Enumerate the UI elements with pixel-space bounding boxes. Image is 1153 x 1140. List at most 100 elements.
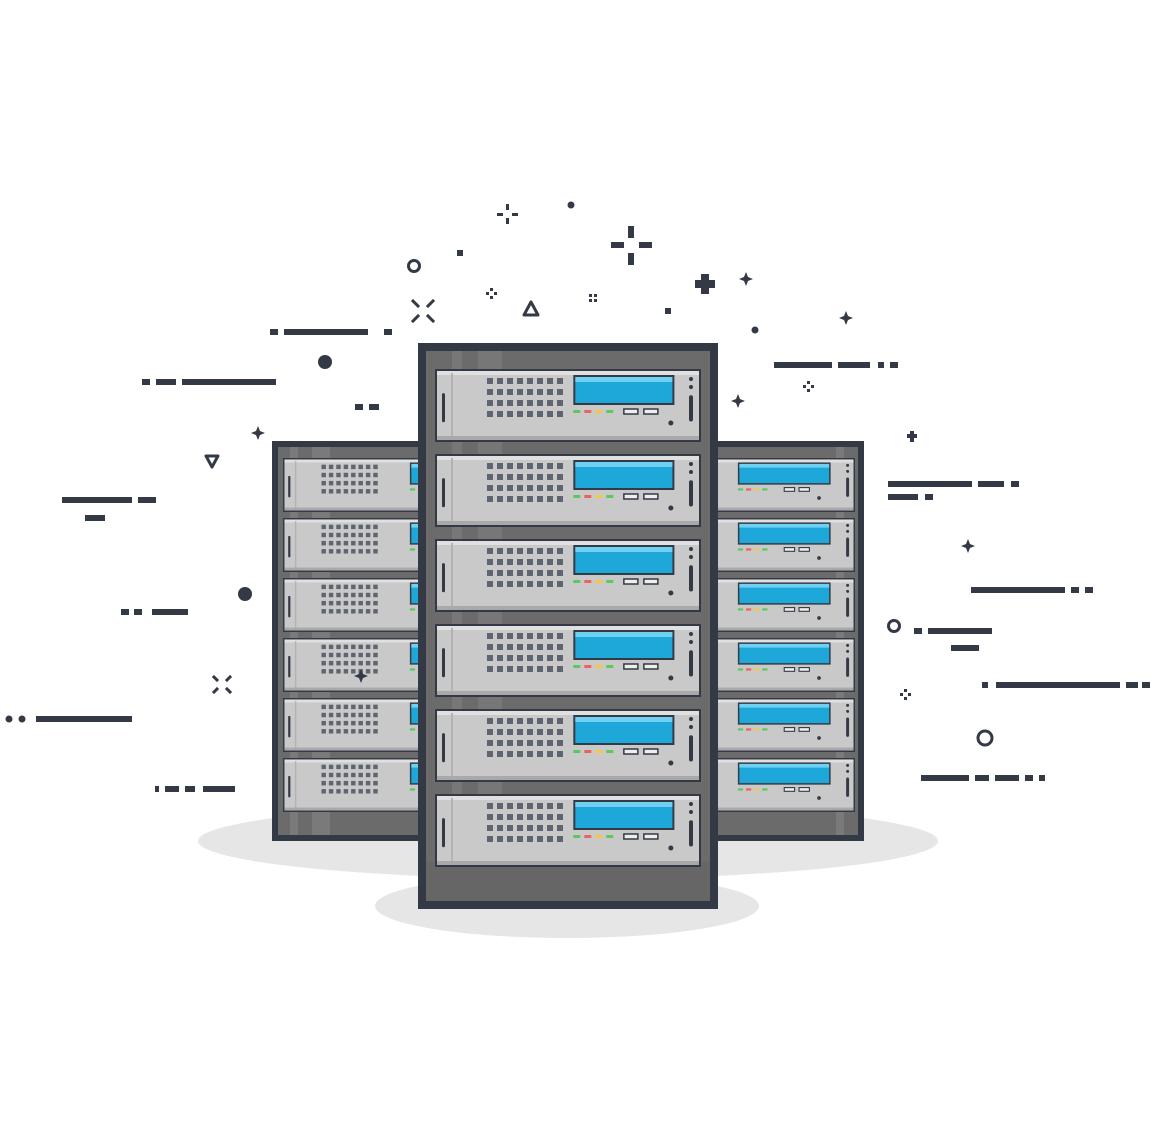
- server-unit: [435, 454, 701, 527]
- status-led: [606, 665, 614, 668]
- cross-icon: [410, 298, 436, 324]
- dot-icon: [665, 308, 671, 314]
- status-led: [754, 608, 760, 611]
- status-led: [754, 548, 760, 551]
- status-led: [762, 668, 768, 671]
- status-led: [762, 608, 768, 611]
- status-led: [746, 728, 752, 731]
- status-led: [409, 488, 416, 491]
- sparkle-icon: [839, 311, 853, 325]
- sparkle-icon: [961, 539, 975, 553]
- diamond-dots-icon: [589, 294, 597, 302]
- triangle-icon: [204, 454, 220, 469]
- status-led: [573, 410, 581, 413]
- decorative-x: [211, 298, 436, 695]
- status-led: [762, 728, 768, 731]
- server-unit: [435, 624, 701, 697]
- plus-icon: [695, 274, 715, 294]
- status-led: [595, 665, 603, 668]
- handle: [442, 563, 445, 593]
- status-led: [573, 580, 581, 583]
- status-led: [737, 668, 744, 671]
- decorative-dots: [5, 201, 759, 723]
- server-unit: [435, 539, 701, 612]
- status-led: [409, 728, 416, 731]
- rack-left: [272, 441, 432, 841]
- status-led: [606, 750, 614, 753]
- decorative-circles: [407, 259, 994, 747]
- server-unit: [708, 458, 855, 512]
- status-led: [606, 835, 614, 838]
- status-led: [584, 750, 592, 753]
- server-unit: [708, 698, 855, 752]
- server-unit: [435, 709, 701, 782]
- handle: [442, 818, 445, 848]
- sparkle-icon: [354, 669, 368, 683]
- circle-icon: [407, 259, 421, 273]
- diamond-dots-icon: [803, 381, 814, 392]
- handle: [442, 393, 445, 423]
- status-led: [737, 548, 744, 551]
- handle: [442, 478, 445, 508]
- triangle-icon: [522, 300, 540, 317]
- status-led: [762, 548, 768, 551]
- status-led: [595, 410, 603, 413]
- handle: [288, 535, 291, 558]
- status-led: [595, 835, 603, 838]
- dot-icon: [238, 587, 252, 601]
- server-unit: [283, 518, 426, 572]
- status-led: [754, 488, 760, 491]
- server-unit: [435, 369, 701, 442]
- status-led: [409, 668, 416, 671]
- status-led: [737, 608, 744, 611]
- sparkle-icon: [739, 272, 753, 286]
- status-led: [746, 788, 752, 791]
- plus-icon: [611, 226, 652, 265]
- dot-icon: [457, 250, 463, 256]
- status-led: [754, 788, 760, 791]
- dot-icon: [567, 201, 575, 209]
- status-led: [595, 495, 603, 498]
- status-led: [737, 488, 744, 491]
- handle: [288, 595, 291, 618]
- decorative-sparkles: [251, 272, 975, 683]
- status-led: [746, 668, 752, 671]
- plus-icon: [907, 431, 917, 442]
- status-led: [746, 608, 752, 611]
- status-led: [762, 488, 768, 491]
- dot-icon: [5, 715, 13, 723]
- status-led: [584, 580, 592, 583]
- rack-center: [418, 343, 718, 909]
- status-led: [584, 665, 592, 668]
- status-led: [573, 495, 581, 498]
- server-unit: [283, 458, 426, 512]
- decorative-plus: [497, 204, 917, 442]
- handle: [288, 655, 291, 678]
- status-led: [606, 580, 614, 583]
- status-led: [754, 668, 760, 671]
- status-led: [595, 580, 603, 583]
- server-unit: [708, 638, 855, 692]
- status-led: [584, 835, 592, 838]
- circle-icon: [887, 619, 901, 633]
- status-led: [754, 728, 760, 731]
- sparkle-icon: [731, 394, 745, 408]
- status-led: [746, 548, 752, 551]
- dot-icon: [751, 326, 759, 334]
- status-led: [595, 750, 603, 753]
- handle: [288, 775, 291, 798]
- status-led: [606, 495, 614, 498]
- status-led: [606, 410, 614, 413]
- status-led: [746, 488, 752, 491]
- server-unit: [283, 698, 426, 752]
- plus-icon: [497, 204, 518, 224]
- server-unit: [283, 758, 426, 812]
- status-led: [573, 665, 581, 668]
- status-led: [573, 835, 581, 838]
- handle: [288, 715, 291, 738]
- cross-icon: [211, 674, 233, 695]
- circle-icon: [976, 729, 994, 747]
- status-led: [584, 410, 592, 413]
- dot-icon: [318, 355, 332, 369]
